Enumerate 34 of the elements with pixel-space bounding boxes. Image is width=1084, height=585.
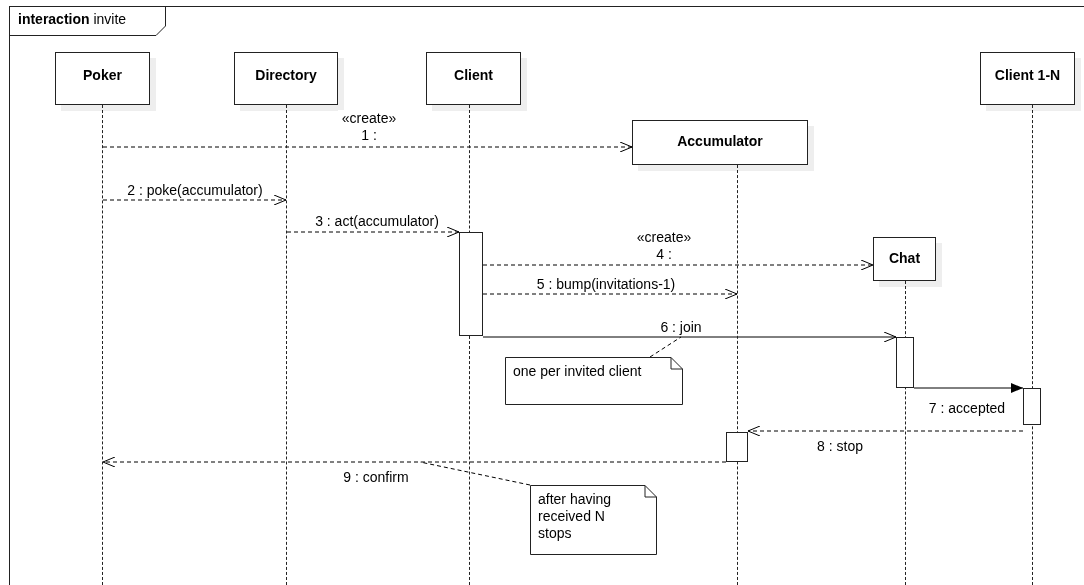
message-label: 5 : bump(invitations-1) (536, 276, 676, 293)
frame (9, 6, 1084, 585)
message-label: 2 : poke(accumulator) (127, 182, 263, 199)
message-arrow (913, 383, 1024, 393)
note (530, 485, 657, 555)
message-arrow (482, 331, 897, 343)
message-arrow (482, 288, 738, 300)
message-arrow (286, 226, 460, 238)
message-arrow (102, 194, 287, 206)
message-arrow (747, 425, 1024, 437)
message-label: 8 : stop (817, 438, 863, 455)
message-label: 7 : accepted (928, 400, 1006, 417)
note (505, 357, 683, 405)
activation-bar (1023, 388, 1041, 425)
message-arrow (482, 259, 874, 271)
note-text: one per invited client (513, 363, 643, 380)
participant-name: Poker (83, 67, 122, 83)
participant-name: Accumulator (677, 133, 763, 149)
frame-title: interaction invite (17, 10, 128, 29)
note-text: after having received N stops (538, 491, 613, 542)
lifeline (286, 105, 287, 585)
message-label: 3 : act(accumulator) (315, 213, 439, 230)
message-arrow (102, 456, 727, 468)
leader-line (649, 336, 682, 358)
message-label: 6 : join (660, 319, 702, 336)
participant-name: Directory (255, 67, 317, 83)
participant-name: Client (454, 67, 493, 83)
activation-bar (896, 337, 914, 388)
message-arrow (102, 141, 633, 153)
participant-name: Client 1-N (994, 67, 1061, 83)
activation-bar (459, 232, 483, 336)
lifeline (102, 105, 103, 585)
activation-bar (726, 432, 748, 462)
participant-name: Chat (888, 250, 921, 266)
